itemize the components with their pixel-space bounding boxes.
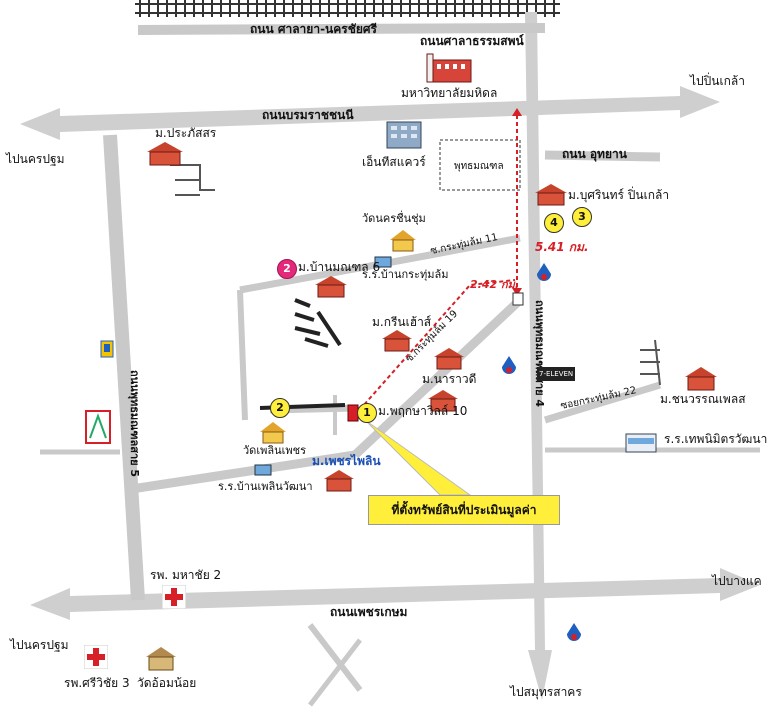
junction-marker-icon [512,292,524,306]
marker-3[interactable]: 3 [572,207,592,227]
direction-nakhonpathom-bottom: ไปนครปฐม [10,638,69,652]
direction-samutsakhon: ไปสมุทรสาคร [510,685,582,699]
prapatson-label: ม.ประภัสสร [155,126,217,140]
hospital-icon-maha-chai [162,585,186,609]
phetkasem-road [30,568,760,620]
university-icon [426,53,472,83]
route-lines [354,115,518,416]
phutthamonthon-label: พุทธมณฑล [454,161,504,172]
road-label-salathammasop: ถนนศาลาธรรมสพน์ [420,34,524,48]
krathumlom19-road [351,296,524,459]
school-icon-thep [625,433,657,453]
phutthamonthon4-road [525,12,552,700]
house-icon-phetphailin [324,470,354,492]
house-icon-prapatson [147,142,183,166]
road-label-sala: ถนน ศาลายา-นครชัยศรี [250,22,377,36]
phetphailin-label: ม.เพชรไพลิน [312,454,381,468]
school-thep-label: ร.ร.เทพนิมิตรวัฒนา [664,432,768,446]
phutthamonthon5-road [103,134,145,601]
school-icon-krathum [374,256,392,268]
marker-1[interactable]: 1 [357,403,377,423]
gas-station-icon-2 [502,356,516,374]
road-label-phetkasem: ถนนเพชรเกษม [330,605,408,619]
school-icon-phleng [254,464,272,476]
distance-label-2: 2.42 กม. [470,278,520,291]
subject-callout: ที่ตั้งทรัพย์สินที่ประเมินมูลค่า [368,495,560,525]
house-icon-narawadee [434,348,464,370]
direction-nakhonpathom-top: ไปนครปฐม [6,152,65,166]
direction-pinklao: ไปปิ่นเกล้า [690,74,745,88]
house-icon-phruksa [428,390,458,412]
chanwarin-label: ม.ชนวรรณเพลส [660,392,746,406]
building-icon-nt-square [386,121,422,149]
fuel-icon-left [100,340,114,358]
seven-eleven-label: 7-ELEVEN [537,367,576,381]
hospital-icon-sriwichai [84,645,108,669]
road-label-utthayan: ถนน อุทยาน [562,147,627,161]
house-icon-ban-monthon [315,276,347,298]
gas-station-icon-3 [567,623,581,641]
house-icon-chanwarin [685,367,717,391]
buskarin-label: ม.บุศรินทร์ ปิ่นเกล้า [568,188,670,202]
wat-phleng-label: วัดเพลินเพชร [243,444,306,457]
secondary-roads [40,23,760,707]
sala-road [137,23,546,35]
railway [135,0,560,17]
wat-khonchuen-label: วัดนครชื่นชุ่ม [362,212,426,225]
green-house-label: ม.กรีนเฮ้าส์ [372,315,432,329]
narawadee-label: ม.นาราวดี [422,372,477,386]
school-phleng-label: ร.ร.บ้านเพลินวัฒนา [218,480,313,493]
borommaratchachonnani-road [20,86,720,140]
house-icon-buskarin [535,184,567,206]
sriwichai-label: รพ.ศรีวิชัย 3 [64,676,130,690]
marker-2-pink[interactable]: 2 [277,259,297,279]
marker-4[interactable]: 4 [544,213,564,233]
phutthamonthon-area [439,139,521,191]
marker-2[interactable]: 2 [270,398,290,418]
nt-square-label: เอ็นทีสแควร์ [362,155,426,169]
road-label-phutthamonthon5: ถนนพุทธมณฑลสาย 5 [128,370,141,478]
krathumlom22-road [543,381,662,424]
soi-branches [259,298,346,410]
tower-icon [85,410,111,444]
gas-station-icon-1 [537,263,551,281]
route-to-soi19 [354,279,516,416]
road-label-phutthamonthon4: ถนนพุทธมณฑลสาย 4 [533,300,546,408]
direction-bangkhae: ไปบางแค [712,574,762,588]
mahidol-label: มหาวิทยาลัยมหิดล [401,86,498,100]
wat-omnoi-label: วัดอ้อมน้อย [137,676,197,690]
distance-label-1: 5.41 กม. [535,240,589,254]
temple-icon-omnoi [146,647,176,671]
temple-icon-phleng [260,422,286,444]
highway-arrows [20,12,760,700]
utthayan-road [544,150,661,162]
road-label-borommaratchachonnani: ถนนบรมราชชนนี [262,108,354,122]
school-krathum-label: ร.ร.บ้านกระทุ่มล้ม [362,268,449,281]
house-icon-green-house [382,330,412,352]
phruksa-label: ม.พฤกษาวิลล์ 10 [378,404,468,418]
ban-monthon-label: ม.บ้านมณฑล 6 [298,260,381,274]
krathumlom11-road [429,234,521,259]
maha-chai-label: รพ. มหาชัย 2 [150,568,222,582]
side-streets [170,164,661,386]
temple-icon-khonchuen [390,230,416,252]
